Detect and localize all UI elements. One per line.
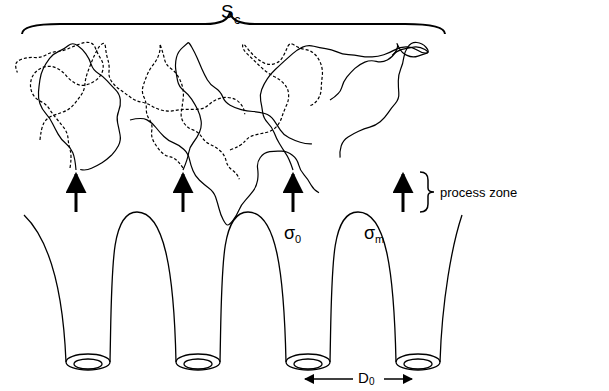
stress-symbol: σ bbox=[284, 224, 295, 242]
polymer-chain bbox=[130, 119, 319, 225]
polymer-chain bbox=[230, 44, 322, 150]
polymer-chain bbox=[175, 43, 311, 170]
spacing-subscript: 0 bbox=[369, 377, 375, 387]
span-symbol: S bbox=[221, 2, 234, 21]
spacing-symbol: D bbox=[358, 370, 369, 385]
process-zone-brace bbox=[420, 172, 434, 212]
stress-arrows bbox=[76, 174, 403, 212]
polymer-chain bbox=[330, 42, 428, 157]
fibrils bbox=[24, 212, 462, 370]
polymer-chain bbox=[40, 43, 245, 140]
zone-label: process zone bbox=[440, 186, 517, 199]
stress-subscript: m bbox=[375, 234, 384, 245]
stress-symbol: σ bbox=[364, 224, 375, 242]
polymer-chain bbox=[16, 42, 104, 168]
stress-subscript: 0 bbox=[295, 234, 301, 245]
span-subscript: c bbox=[234, 13, 241, 26]
polymer-chain bbox=[142, 44, 239, 179]
polymer-chains bbox=[16, 42, 429, 225]
